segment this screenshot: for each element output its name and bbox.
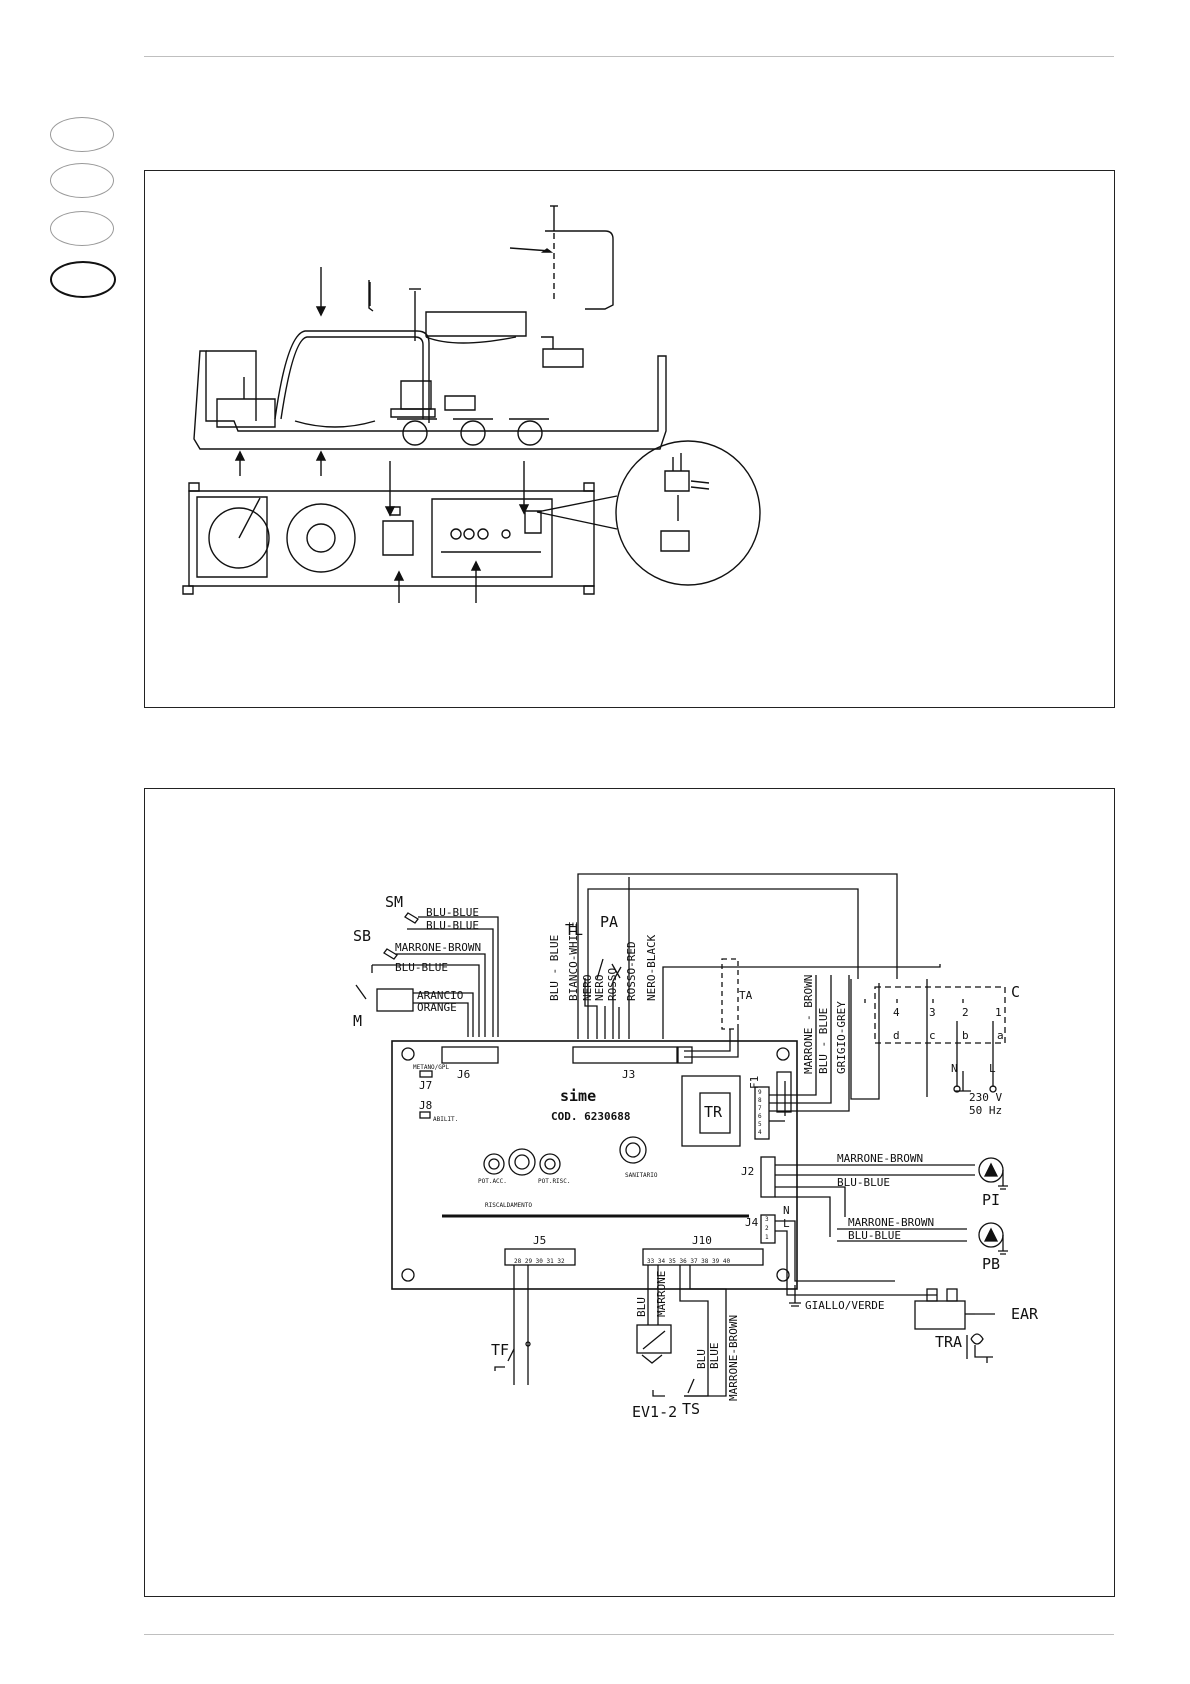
supply-neutral-label: N <box>951 1062 958 1075</box>
wire-m-orange: ORANGE <box>417 1001 457 1014</box>
wire-pa-nero: NERO <box>593 975 606 1002</box>
language-tab-2[interactable] <box>50 163 114 198</box>
supply-live-label: L <box>989 1062 996 1075</box>
j2-pin-6: 6 <box>758 1113 762 1120</box>
wire-earth-giallo-verde: GIALLO/VERDE <box>805 1299 884 1312</box>
switch-contact-1: 1 <box>995 1006 1002 1019</box>
switch-contact-c: c <box>929 1029 936 1042</box>
j10-pin-numbers: 33 34 35 36 37 38 39 40 <box>647 1258 730 1265</box>
j4-pin-3: 3 <box>765 1216 769 1223</box>
wire-pb-brown: MARRONE-BROWN <box>848 1216 934 1229</box>
sanitario-label: SANITARIO <box>625 1172 658 1179</box>
connector-j3: J3 <box>622 1068 635 1081</box>
wire-ev-marrone: MARRONE <box>655 1271 668 1317</box>
riscaldamento-label: RISCALDAMENTO <box>485 1202 532 1209</box>
switch-contact-d: d <box>893 1029 900 1042</box>
j4-pin-2: 2 <box>765 1225 769 1232</box>
connector-j2: J2 <box>741 1165 754 1178</box>
wire-pi-blue: BLU-BLUE <box>837 1176 890 1189</box>
assembly-figure-panel <box>144 170 1115 708</box>
control-box-assembly-drawing <box>182 205 761 603</box>
connector-j6: J6 <box>457 1068 470 1081</box>
wire-ts-blu: BLU <box>695 1349 708 1369</box>
j5-pin-numbers: 28 29 30 31 32 <box>514 1258 565 1265</box>
brand-logo-text: sime <box>560 1087 596 1105</box>
flue-thermostat-tf-label: TF <box>491 1341 509 1359</box>
wire-c-grey: GRIGIO-GREY <box>835 1001 848 1074</box>
language-tab-3[interactable] <box>50 211 114 246</box>
board-neutral-label: N <box>783 1204 790 1217</box>
wire-c-brown: MARRONE - BROWN <box>802 975 815 1074</box>
wiring-diagram: sime COD. 6230688 TR SANITARIO RISCALDAM… <box>353 873 1039 1421</box>
connector-j7: J7 <box>419 1079 432 1092</box>
wire-ts-blue: BLUE <box>708 1343 721 1370</box>
ignition-transformer-tra-label: TRA <box>935 1333 962 1351</box>
wire-ev-blu: BLU <box>635 1297 648 1317</box>
wire-j3-blue: BLU - BLUE <box>548 935 561 1001</box>
switch-contact-3: 3 <box>929 1006 936 1019</box>
wire-j3-red: ROSSO-RED <box>625 941 638 1001</box>
switch-contact-4: 4 <box>893 1006 900 1019</box>
switch-contact-2: 2 <box>962 1006 969 1019</box>
board-live-label: L <box>783 1217 790 1230</box>
pressure-switch-pa-label: PA <box>600 913 618 931</box>
language-tab-1[interactable] <box>50 117 114 152</box>
wire-pi-brown: MARRONE-BROWN <box>837 1152 923 1165</box>
wire-sb-brown: MARRONE-BROWN <box>395 941 481 954</box>
board-code: COD. 6230688 <box>551 1110 630 1123</box>
thermostat-tl-label: TL <box>565 921 583 939</box>
j2-pin-9: 9 <box>758 1089 762 1096</box>
connector-j5: J5 <box>533 1234 546 1247</box>
wire-ts-brown: MARRONE-BROWN <box>727 1315 740 1401</box>
power-frequency: 50 Hz <box>969 1104 1002 1117</box>
bottom-rule <box>144 1634 1114 1635</box>
switch-contact-a: a <box>997 1029 1004 1042</box>
abilit-label: ABILIT. <box>433 1116 458 1123</box>
wiring-diagram-panel: sime COD. 6230688 TR SANITARIO RISCALDAM… <box>144 788 1115 1597</box>
transformer-label: TR <box>704 1103 723 1121</box>
wire-j3-black: NERO-BLACK <box>645 934 658 1001</box>
j2-pin-8: 8 <box>758 1097 762 1104</box>
j2-pin-4: 4 <box>758 1129 762 1136</box>
sensor-sm-label: SM <box>385 893 403 911</box>
wire-pa-rosso: ROSSO <box>606 968 619 1001</box>
connector-j4: J4 <box>745 1216 759 1229</box>
wire-c-blue: BLU - BLUE <box>817 1008 830 1074</box>
wire-sm-blue-1: BLU-BLUE <box>426 906 479 919</box>
sensor-sb-label: SB <box>353 927 371 945</box>
connector-j10: J10 <box>692 1234 712 1247</box>
room-thermostat-ta-label: TA <box>739 989 753 1002</box>
metano-gpl-label: METANO/GPL <box>413 1064 450 1071</box>
power-voltage: 230 V <box>969 1091 1002 1104</box>
fuse-f1: F1 <box>748 1076 761 1089</box>
top-rule <box>144 56 1114 57</box>
language-tab-4-active[interactable] <box>50 261 116 298</box>
wire-tl-nero: NERO <box>581 975 594 1002</box>
electrode-ear-label: EAR <box>1011 1305 1039 1323</box>
wire-sb-blue: BLU-BLUE <box>395 961 448 974</box>
j4-pin-1: 1 <box>765 1234 769 1241</box>
wire-j3-white: BIANCO-WHITE <box>567 922 580 1001</box>
pump-pb-label: PB <box>982 1255 1000 1273</box>
safety-thermostat-ts-label: TS <box>682 1400 700 1418</box>
wire-pb-blue: BLU-BLUE <box>848 1229 901 1242</box>
wire-m-arancio: ARANCIO <box>417 989 463 1002</box>
switch-c-label: C <box>1011 983 1020 1001</box>
gas-valve-ev-label: EV1-2 <box>632 1403 677 1421</box>
motor-m-label: M <box>353 1012 362 1030</box>
connector-j8: J8 <box>419 1099 432 1112</box>
pot-risc-label: POT.RISC. <box>538 1178 571 1185</box>
pot-acc-label: POT.ACC. <box>478 1178 507 1185</box>
j2-pin-7: 7 <box>758 1105 762 1112</box>
pump-pi-label: PI <box>982 1191 1000 1209</box>
switch-contact-b: b <box>962 1029 969 1042</box>
j2-pin-5: 5 <box>758 1121 762 1128</box>
wire-sm-blue-2: BLU-BLUE <box>426 919 479 932</box>
